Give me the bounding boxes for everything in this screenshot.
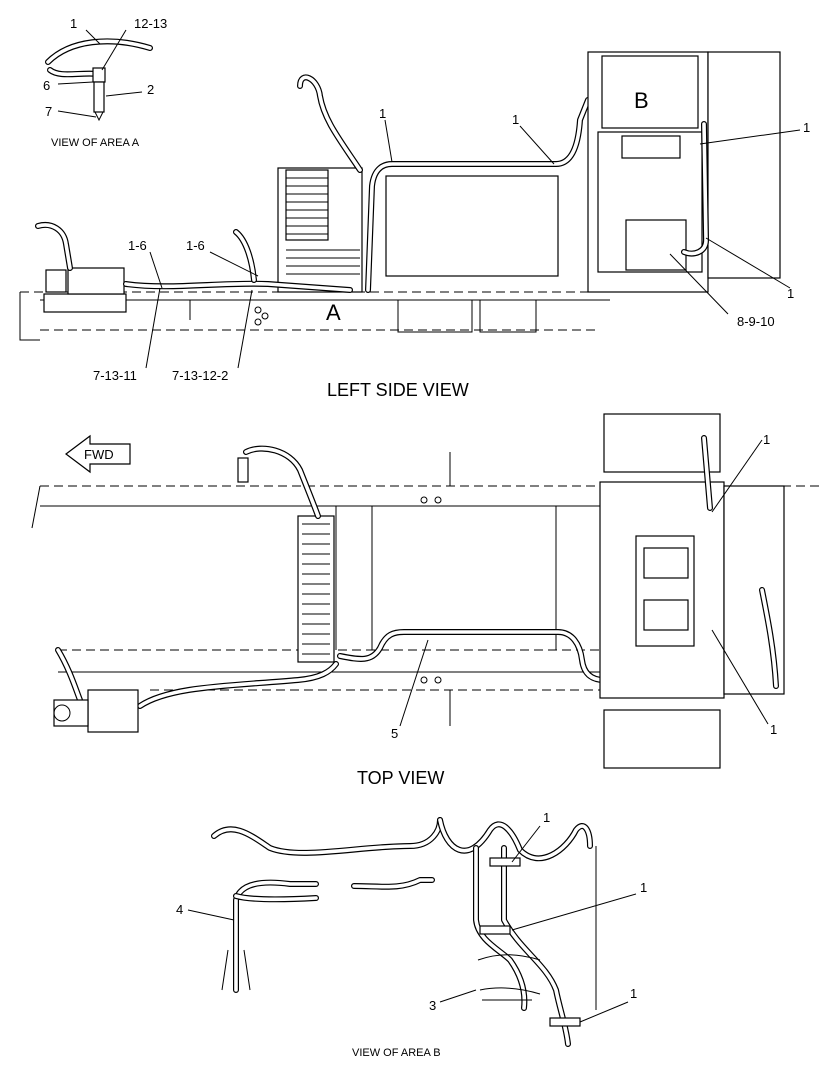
callout-b-1a: 1 (543, 810, 550, 825)
clamp-b-mid (479, 925, 511, 935)
pump-motor (67, 267, 125, 295)
fwd-arrow-icon (65, 434, 131, 474)
pump-base (43, 293, 127, 313)
callout-ls-1a: 1 (379, 106, 386, 121)
cabinet-top-upper (603, 413, 721, 473)
cabinet-top-lower (603, 709, 721, 769)
callout-ls-1d: 1 (787, 286, 794, 301)
callout-a-6: 6 (43, 78, 50, 93)
clamp-b-top (489, 857, 521, 867)
area-a-letter: A (326, 300, 341, 325)
clamp-b-bottom (549, 1017, 581, 1027)
drain-valve (93, 81, 105, 113)
callout-ls-1-6b: 1-6 (186, 238, 205, 253)
tank-outline (385, 175, 559, 277)
callout-b-4: 4 (176, 902, 183, 917)
callout-ls-8-9-10: 8-9-10 (737, 314, 775, 329)
view-area-b: 1 1 1 4 3 VIEW OF AREA B (176, 810, 647, 1059)
clip-part (92, 67, 106, 83)
callout-a-12-13: 12-13 (134, 16, 167, 31)
callout-a-1: 1 (70, 16, 77, 31)
terminal-plate (621, 135, 681, 159)
cabinet-side (707, 51, 781, 279)
callout-top-1a: 1 (763, 432, 770, 447)
cooler-grille (286, 177, 360, 275)
left-side-view-title: LEFT SIDE VIEW (327, 380, 469, 400)
view-area-a: 1 12-13 6 2 7 VIEW OF AREA A (43, 16, 167, 149)
fwd-label: FWD (84, 447, 114, 462)
callout-ls-1b: 1 (512, 112, 519, 127)
callout-b-3: 3 (429, 998, 436, 1013)
callout-ls-1c: 1 (803, 120, 810, 135)
callout-top-1b: 1 (770, 722, 777, 737)
callout-top-5: 5 (391, 726, 398, 741)
callout-ls-1-6a: 1-6 (128, 238, 147, 253)
left-side-view: B A 1 1 1 1 1-6 1-6 7-13-11 7-13-12-2 8-… (19, 51, 810, 400)
callout-ls-7-13-12-2: 7-13-12-2 (172, 368, 228, 383)
cooler-top (297, 515, 335, 663)
callout-a-2: 2 (147, 82, 154, 97)
callout-a-7: 7 (45, 104, 52, 119)
area-b-letter: B (634, 88, 649, 113)
pump-top (87, 689, 139, 733)
view-area-b-title: VIEW OF AREA B (352, 1047, 441, 1059)
cooler-top-grille (302, 523, 330, 655)
top-view: FWD (31, 413, 820, 788)
view-area-a-title: VIEW OF AREA A (51, 137, 140, 149)
callout-b-1c: 1 (630, 986, 637, 1001)
top-view-title: TOP VIEW (357, 768, 444, 788)
callout-ls-7-13-11: 7-13-11 (93, 368, 137, 383)
callout-b-1b: 1 (640, 880, 647, 895)
